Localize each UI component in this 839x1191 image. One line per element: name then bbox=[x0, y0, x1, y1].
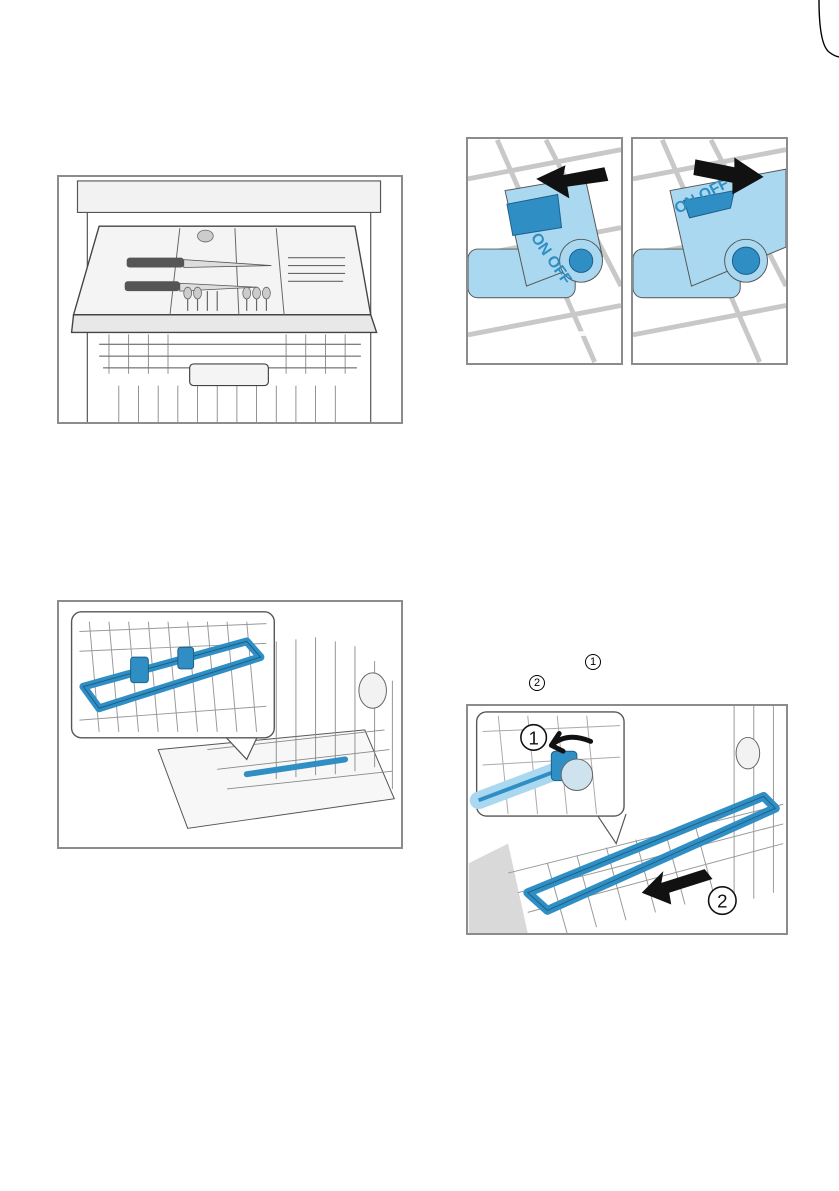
step-ref-1: 1 bbox=[585, 654, 601, 670]
switch-on-figure: ON OFF bbox=[466, 137, 623, 365]
switch-off-figure: ON OFF bbox=[631, 137, 788, 365]
dishwasher-drawer-illustration bbox=[59, 177, 401, 422]
dishwasher-drawer-figure bbox=[57, 175, 403, 424]
switch-on-illustration: ON OFF bbox=[468, 139, 621, 363]
remove-tube-figure: 2 1 bbox=[466, 704, 788, 935]
switch-off-illustration: ON OFF bbox=[633, 139, 786, 363]
remove-step-2-label: 2 bbox=[717, 890, 727, 911]
basket-tube-figure bbox=[57, 600, 403, 849]
page-corner-mark bbox=[818, 0, 839, 58]
remove-step-1-label: 1 bbox=[528, 727, 538, 748]
step-ref-2: 2 bbox=[529, 675, 545, 691]
basket-tube-illustration bbox=[59, 602, 401, 847]
remove-tube-illustration: 2 1 bbox=[468, 706, 786, 933]
